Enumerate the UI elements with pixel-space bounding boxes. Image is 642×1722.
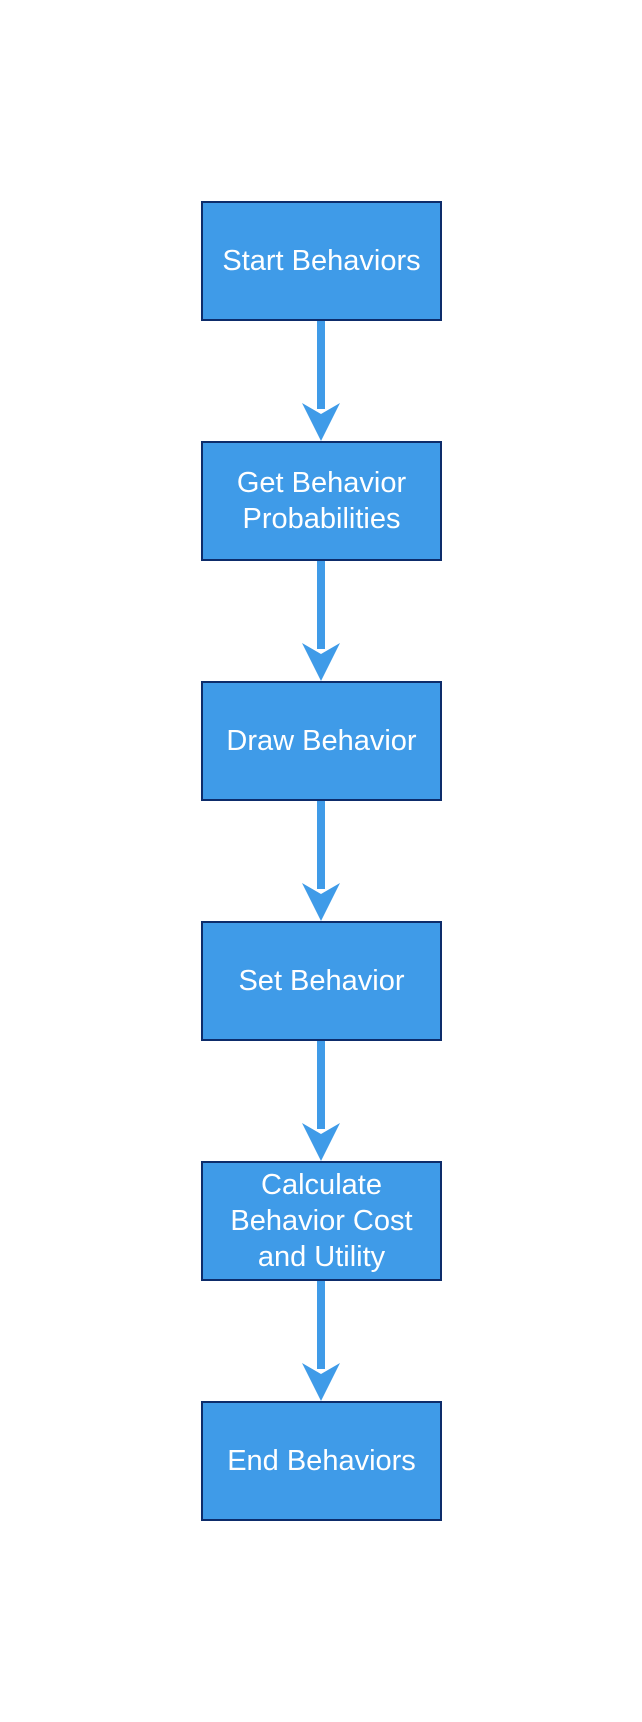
- arrow-head: [302, 883, 340, 921]
- arrow-head: [302, 1123, 340, 1161]
- node-label: End Behaviors: [227, 1445, 416, 1477]
- node-label: Calculate Behavior Cost and Utility: [230, 1169, 413, 1273]
- node-set-behavior: Set Behavior: [201, 921, 442, 1041]
- node-label: Draw Behavior: [226, 725, 417, 757]
- flow-arrow: [302, 561, 340, 681]
- node-calculate-behavior-cost-and-utility: Calculate Behavior Cost and Utility: [201, 1161, 442, 1281]
- node-label: Set Behavior: [238, 965, 405, 997]
- node-start-behaviors: Start Behaviors: [201, 201, 442, 321]
- node-end-behaviors: End Behaviors: [201, 1401, 442, 1521]
- flow-arrow: [302, 1281, 340, 1401]
- node-get-behavior-probabilities: Get Behavior Probabilities: [201, 441, 442, 561]
- arrow-head: [302, 403, 340, 441]
- flow-arrow: [302, 321, 340, 441]
- flow-arrow: [302, 801, 340, 921]
- flow-arrow: [302, 1041, 340, 1161]
- arrow-head: [302, 643, 340, 681]
- node-draw-behavior: Draw Behavior: [201, 681, 442, 801]
- node-label: Start Behaviors: [222, 245, 421, 277]
- arrow-head: [302, 1363, 340, 1401]
- node-label: Get Behavior Probabilities: [236, 467, 407, 535]
